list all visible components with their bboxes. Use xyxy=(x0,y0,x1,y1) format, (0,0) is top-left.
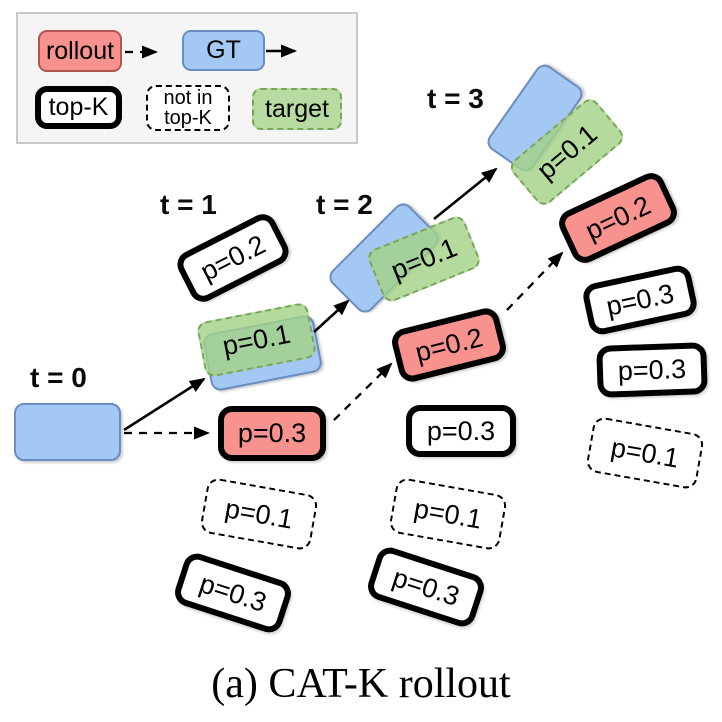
legend-topk-label: top-K xyxy=(48,93,109,121)
node-label: p=0.1 xyxy=(411,492,485,535)
topk-box-t1-p03: p=0.3 xyxy=(171,550,295,636)
legend-topk-box: top-K xyxy=(35,86,122,129)
rollout-box-t2-p02: p=0.2 xyxy=(389,305,509,385)
node-label: p=0.3 xyxy=(389,561,464,612)
topk-box-t2-p03-bottom: p=0.3 xyxy=(364,544,488,630)
node-label: p=0.3 xyxy=(603,277,677,322)
node-label: p=0.1 xyxy=(608,431,682,474)
node-label: p=0.3 xyxy=(237,418,307,448)
legend-rollout-box: rollout xyxy=(38,30,122,72)
node-label: p=0.3 xyxy=(617,353,687,386)
node-label: p=0.2 xyxy=(580,189,656,246)
timestep-label-t3: t = 3 xyxy=(427,83,484,114)
legend-not-topk-label-line1: not in xyxy=(163,87,213,109)
node-label: p=0.1 xyxy=(222,492,296,535)
topk-box-t3-p03: p=0.3 xyxy=(580,263,700,337)
topk-box-t2-p03: p=0.3 xyxy=(406,405,516,457)
gt-box-t0 xyxy=(14,403,121,461)
arrow-rollout-t1-t2-icon xyxy=(333,362,393,421)
node-label: p=0.3 xyxy=(426,415,496,446)
node-label: p=0.2 xyxy=(195,228,271,287)
timestep-label-t1: t = 1 xyxy=(160,189,217,220)
rollout-box-t3-p02: p=0.2 xyxy=(554,168,682,268)
not-topk-box-t3-p01: p=0.1 xyxy=(584,415,706,491)
not-topk-box-t1-p01: p=0.1 xyxy=(198,476,320,552)
legend-rollout-label: rollout xyxy=(45,36,115,65)
figure-caption: (a) CAT-K rollout xyxy=(211,661,511,707)
timestep-label-t0: t = 0 xyxy=(30,362,87,393)
arrow-gt-t2-t3-icon xyxy=(433,167,498,221)
timestep-label-t2: t = 2 xyxy=(316,189,373,220)
legend-not-topk-box: not in top-K xyxy=(146,85,230,131)
rollout-box-t1-p03: p=0.3 xyxy=(218,406,326,461)
legend-not-topk-label-line2: top-K xyxy=(164,107,212,129)
legend-gt-label: GT xyxy=(206,36,241,64)
legend-target-label: target xyxy=(265,94,329,123)
node-label: p=0.1 xyxy=(219,318,293,361)
legend-target-box: target xyxy=(252,88,342,130)
legend-gt-box: GT xyxy=(182,30,265,71)
node-label: p=0.2 xyxy=(412,321,486,368)
node-label: p=0.3 xyxy=(196,567,271,618)
arrow-rollout-t2-t3-icon xyxy=(506,251,564,311)
arrow-gt-t0-t1-icon xyxy=(123,377,206,432)
topk-box-t3-p03-second: p=0.3 xyxy=(596,342,708,398)
arrow-gt-t1-t2-icon xyxy=(313,299,350,333)
not-topk-box-t2-p01: p=0.1 xyxy=(387,476,509,552)
legend-panel: rollout GT top-K not in top-K target xyxy=(16,12,358,144)
topk-box-t1-p02: p=0.2 xyxy=(172,209,294,307)
node-label: p=0.1 xyxy=(386,231,462,286)
